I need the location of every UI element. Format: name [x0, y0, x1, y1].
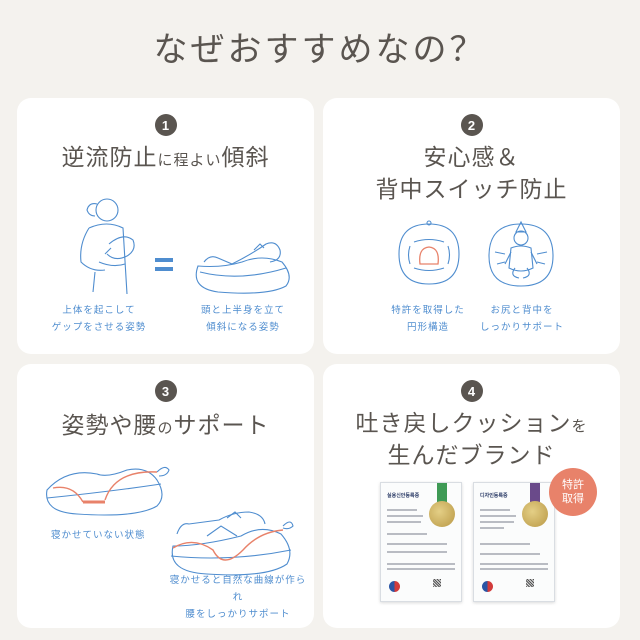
caption-patented-circular-structure: 特許を取得した 円形構造: [391, 305, 465, 333]
caption-hip-back-support: お尻と背中を しっかりサポート: [479, 305, 564, 333]
empty-cushion-illustration: [46, 466, 170, 516]
certificate-title: 실용신안등록증: [387, 493, 420, 499]
caption-upright-burp-posture: 上体を起こして ゲップをさせる姿勢: [51, 305, 147, 333]
caption-inclined-posture: 頭と上半身を立て 傾斜になる姿勢: [200, 305, 285, 333]
caption-natural-curve-support: 寝かせると自然な曲線が作られ 腰をしっかりサポート: [169, 575, 307, 620]
feature-card-brand-origin: 4 吐き戻しクッションを 生んだブランド 실용신안등록증 디자인등록증: [323, 364, 620, 628]
korea-emblem-icon: [389, 581, 400, 592]
step-number-badge: 2: [460, 114, 483, 136]
certificate-title: 디자인등록증: [480, 493, 508, 499]
gold-medal-icon: [522, 501, 548, 527]
utility-model-certificate-image: 실용신안등록증: [380, 482, 462, 602]
circular-cushion-structure-illustration: [398, 220, 460, 285]
card-title: 姿勢や腰のサポート: [61, 413, 270, 439]
cushion-with-baby-illustration: [195, 242, 290, 294]
korea-emblem-icon: [482, 581, 493, 592]
feature-card-posture-support: 3 姿勢や腰のサポート 寝かせていない状態 寝かせると自然な曲線が作られ 腰をし…: [17, 364, 314, 628]
patent-acquired-badge: 特許 取得: [551, 470, 595, 514]
card-title-line2: 生んだブランド: [387, 443, 556, 469]
gold-medal-icon: [429, 501, 455, 527]
mother-holding-baby-illustration: [80, 198, 135, 295]
certificate-ribbon: [530, 483, 540, 507]
certificate-ribbon: [437, 483, 447, 507]
feature-card-reflux-prevention: 1 逆流防止に程よい傾斜 上体を起こして ゲップをさせる姿勢 頭と上半身を立て …: [17, 98, 314, 354]
caption-not-laid-state: 寝かせていない状態: [51, 530, 146, 541]
card-title-line1: 吐き戻しクッションを: [355, 411, 588, 437]
qr-code-icon: [526, 579, 534, 587]
step-number-badge: 1: [154, 114, 177, 136]
qr-code-icon: [433, 579, 441, 587]
card-title-line1: 安心感＆: [423, 145, 520, 171]
cushion-with-lying-baby-illustration: [170, 511, 294, 576]
feature-card-security-back-switch: 2 安心感＆ 背中スイッチ防止 特許を取得した 円形構造 お尻と背中を しっかり…: [323, 98, 620, 354]
step-number-badge: 4: [460, 380, 483, 402]
card-title: 逆流防止に程よい傾斜: [61, 145, 270, 171]
card-title-line2: 背中スイッチ防止: [375, 177, 568, 203]
equals-sign: [155, 258, 173, 272]
baby-in-cushion-top-view-illustration: [488, 220, 554, 287]
design-registration-certificate-image: 디자인등록증: [473, 482, 555, 602]
page-title: なぜおすすめなの？: [153, 30, 487, 70]
step-number-badge: 3: [154, 380, 177, 402]
